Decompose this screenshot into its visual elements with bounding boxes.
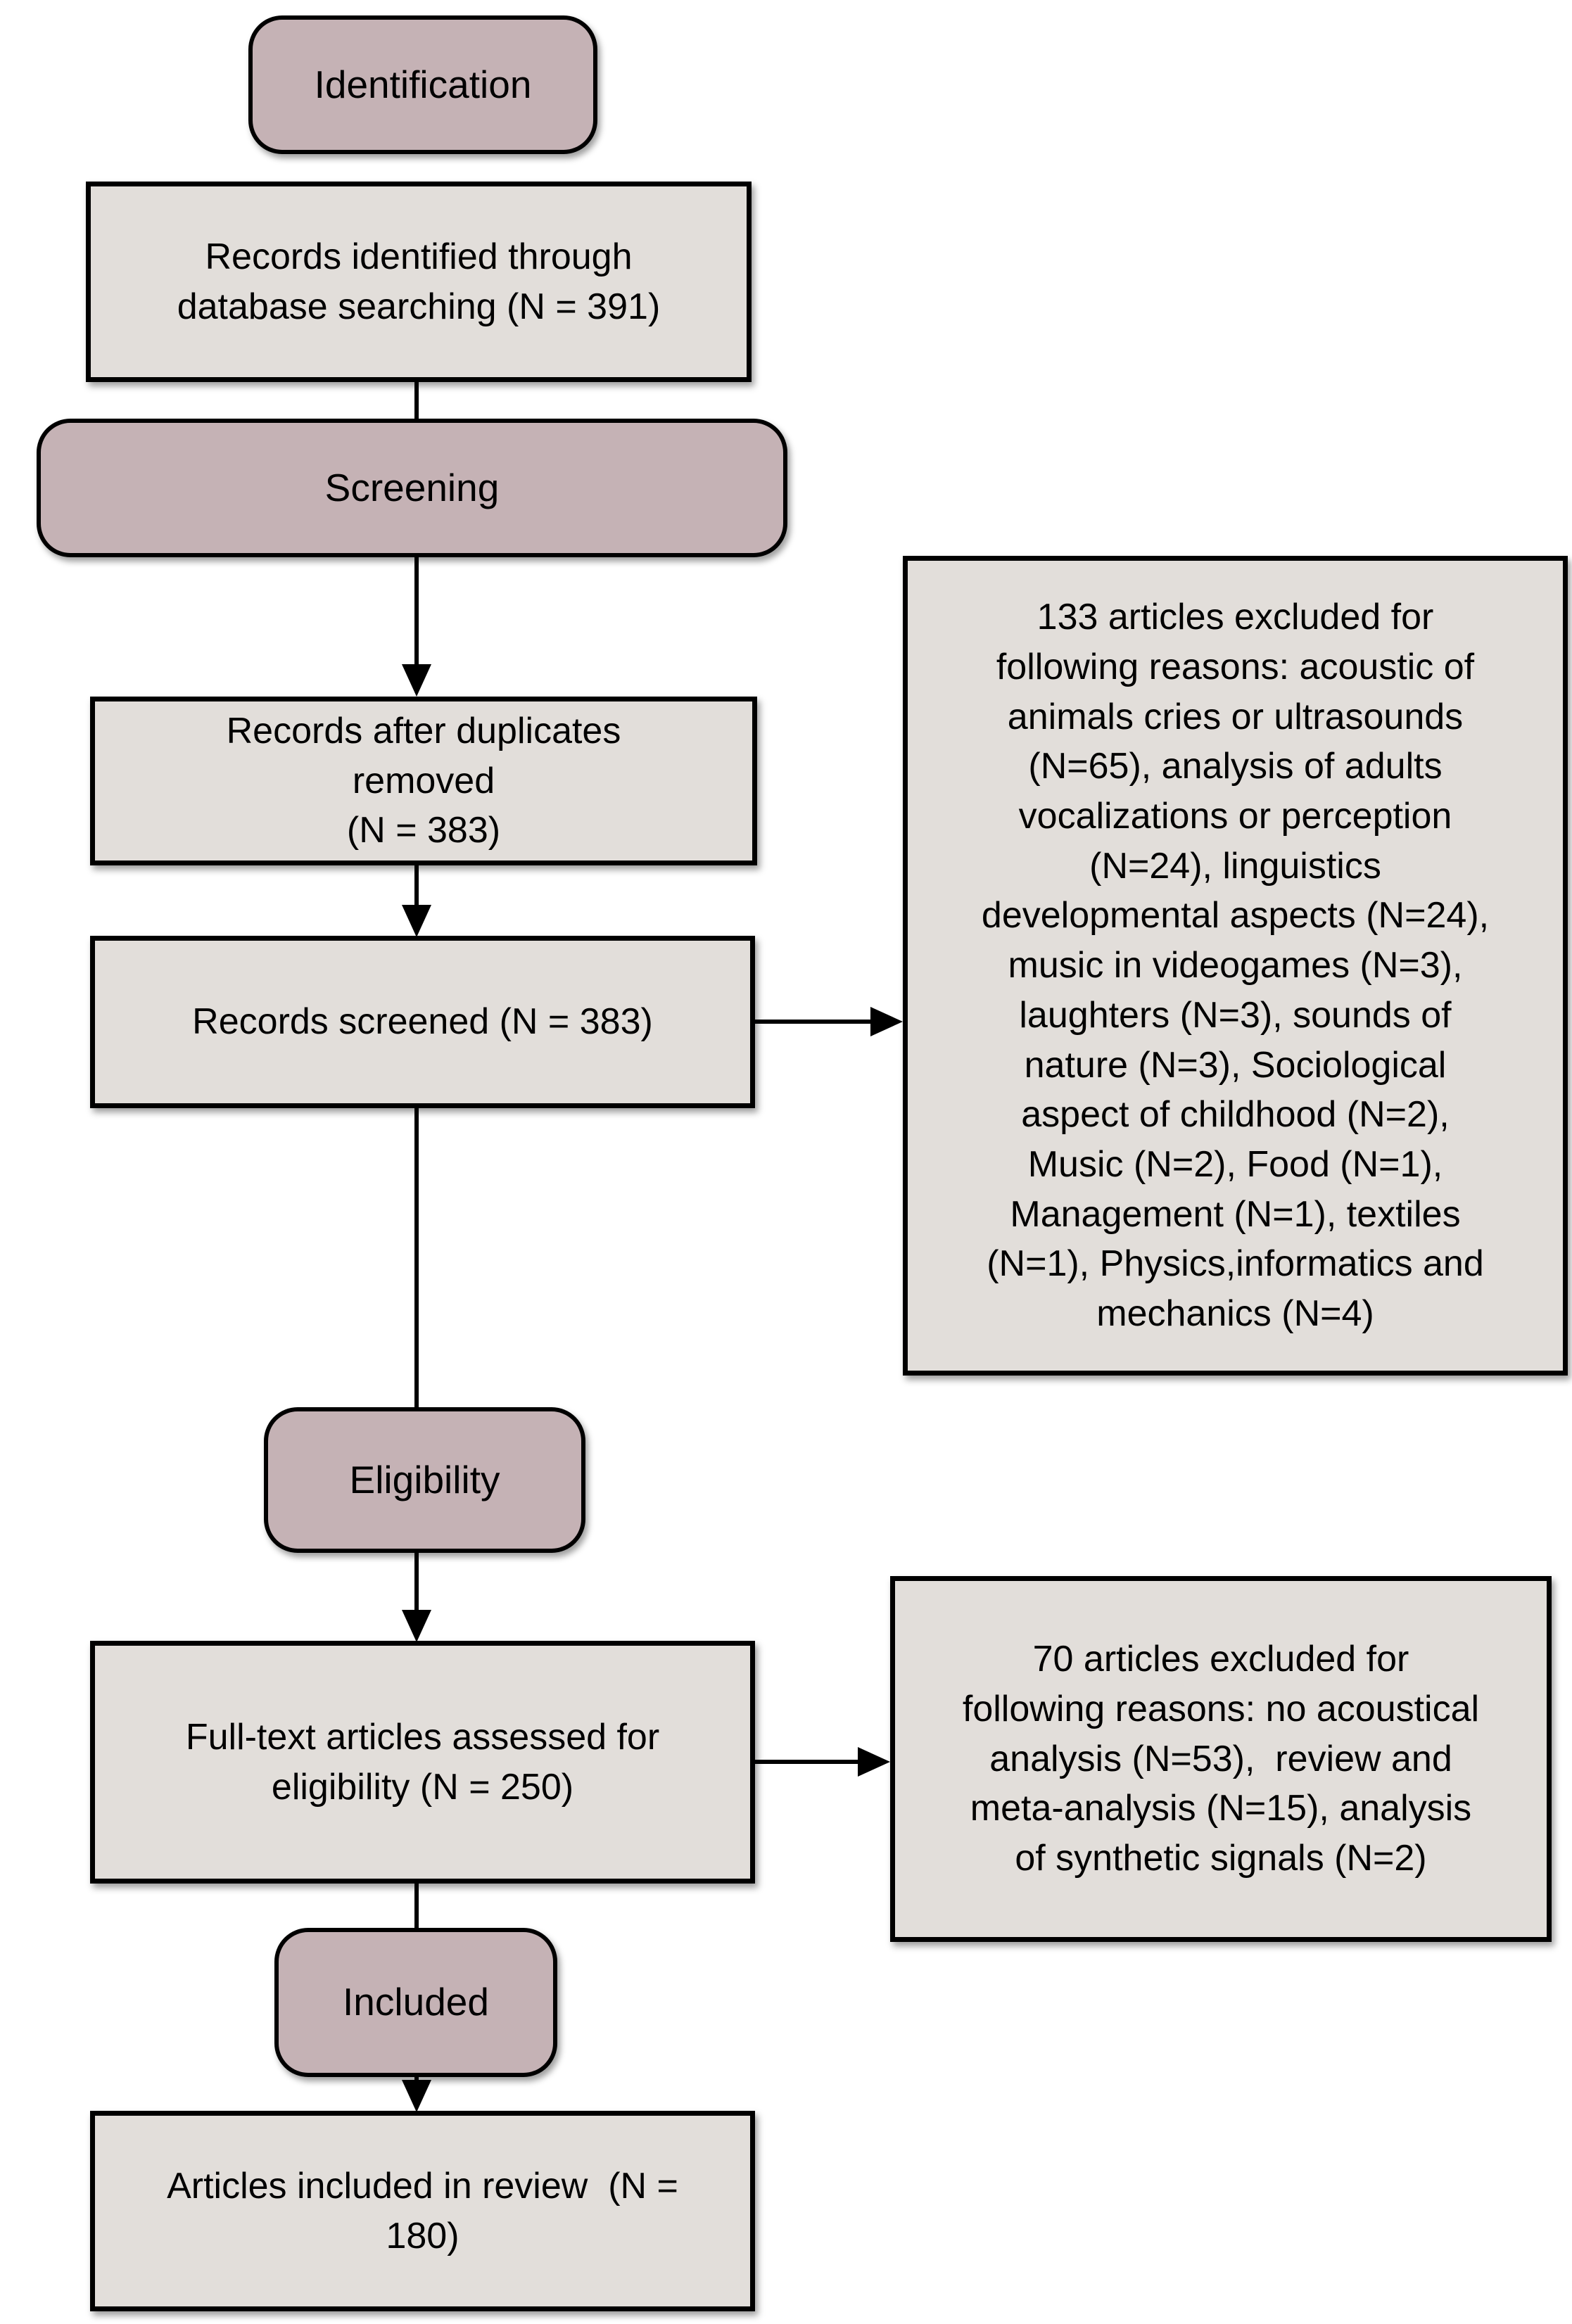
- arrow-screening-to-duplicates-line: [414, 547, 419, 667]
- stage-included: Included: [274, 1928, 557, 2077]
- stage-identification: Identification: [248, 15, 597, 154]
- connector-screened-to-eligibility: [414, 1106, 419, 1409]
- box-records-after-duplicates-text: Records after duplicates removed (N = 38…: [226, 710, 621, 851]
- arrow-fulltext-to-excluded-line: [753, 1760, 863, 1764]
- box-records-identified: Records identified through database sear…: [86, 182, 752, 382]
- stage-screening-label: Screening: [324, 465, 500, 509]
- box-excluded-screening-text: 133 articles excluded for following reas…: [981, 597, 1490, 1335]
- connector-identified-to-screening: [414, 380, 419, 422]
- box-records-identified-text: Records identified through database sear…: [177, 236, 661, 327]
- arrow-fulltext-to-excluded-head: [858, 1747, 890, 1777]
- arrow-screened-to-excluded-head: [870, 1007, 903, 1036]
- stage-eligibility: Eligibility: [264, 1407, 585, 1553]
- stage-included-label: Included: [343, 1980, 489, 2024]
- box-excluded-screening: 133 articles excluded for following reas…: [903, 556, 1568, 1376]
- arrow-screening-to-duplicates-head: [402, 664, 431, 697]
- box-records-after-duplicates: Records after duplicates removed (N = 38…: [90, 697, 757, 865]
- box-excluded-eligibility-text: 70 articles excluded for following reaso…: [962, 1639, 1480, 1879]
- box-fulltext-assessed-text: Full-text articles assessed for eligibil…: [185, 1716, 660, 1808]
- box-fulltext-assessed: Full-text articles assessed for eligibil…: [90, 1641, 755, 1884]
- stage-screening: Screening: [37, 419, 787, 557]
- box-records-screened-text: Records screened (N = 383): [192, 1001, 653, 1043]
- arrow-eligibility-to-fulltext-head: [402, 1610, 431, 1642]
- connector-fulltext-to-included: [414, 1881, 419, 1931]
- arrow-included-to-articles-head: [402, 2080, 431, 2112]
- box-excluded-eligibility: 70 articles excluded for following reaso…: [890, 1576, 1552, 1942]
- arrow-screened-to-excluded-line: [753, 1020, 876, 1024]
- stage-identification-label: Identification: [314, 62, 532, 106]
- arrow-duplicates-to-screened-head: [402, 905, 431, 937]
- stage-eligibility-label: Eligibility: [349, 1457, 500, 1501]
- arrow-duplicates-to-screened-line: [414, 864, 419, 908]
- box-records-screened: Records screened (N = 383): [90, 936, 755, 1108]
- box-articles-included-text: Articles included in review (N = 180): [167, 2165, 678, 2256]
- arrow-eligibility-to-fulltext-line: [414, 1543, 419, 1613]
- box-articles-included: Articles included in review (N = 180): [90, 2111, 755, 2311]
